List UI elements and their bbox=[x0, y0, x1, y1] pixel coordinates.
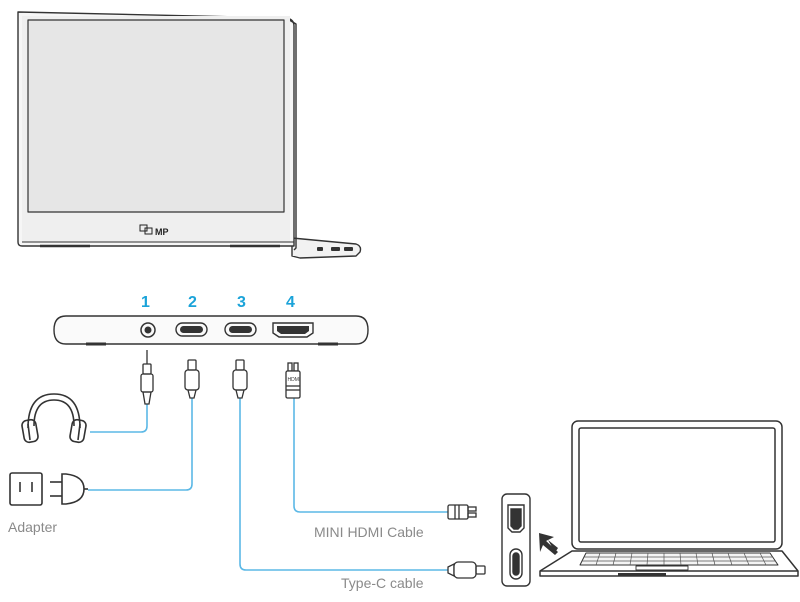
monitor-screen bbox=[27, 19, 285, 213]
portable-monitor bbox=[17, 11, 362, 259]
side-port-panel bbox=[53, 315, 369, 346]
adapter-label: Adapter bbox=[8, 519, 57, 535]
typec-cable bbox=[239, 398, 448, 571]
wall-socket-icon bbox=[9, 472, 43, 506]
arrow-icon bbox=[539, 533, 558, 555]
typec-connector-end-icon bbox=[447, 561, 486, 579]
port-number-1: 1 bbox=[141, 294, 150, 311]
port-number-2: 2 bbox=[188, 294, 197, 311]
usb-c-port-3 bbox=[224, 322, 257, 337]
laptop-port-panel bbox=[501, 493, 531, 587]
audio-port bbox=[140, 322, 156, 338]
usb-c-plug-icon bbox=[184, 359, 200, 399]
hdmi-plug-icon bbox=[285, 362, 301, 399]
port-number-4: 4 bbox=[286, 294, 295, 311]
typec-cable-label: Type-C cable bbox=[341, 575, 424, 591]
port-number-3: 3 bbox=[237, 294, 246, 311]
usb-c-plug-icon bbox=[232, 359, 248, 399]
audio-cable bbox=[90, 404, 148, 433]
audio-plug-icon bbox=[140, 350, 154, 405]
power-cable bbox=[88, 398, 193, 491]
laptop-icon bbox=[539, 420, 799, 577]
hdmi-plug-text: HDMI bbox=[288, 377, 301, 383]
headphones-icon bbox=[21, 393, 87, 444]
mini-hdmi-cable-label: MINI HDMI Cable bbox=[314, 524, 424, 540]
monitor-logo: MP bbox=[139, 224, 169, 237]
cables bbox=[88, 398, 448, 571]
mini-hdmi-port bbox=[272, 322, 314, 338]
logo-text: MP bbox=[155, 227, 169, 237]
usb-c-port-2 bbox=[175, 322, 208, 337]
hdmi-cable bbox=[293, 398, 448, 513]
hdmi-connector-end-icon bbox=[447, 504, 477, 520]
power-plug-icon bbox=[50, 473, 88, 505]
